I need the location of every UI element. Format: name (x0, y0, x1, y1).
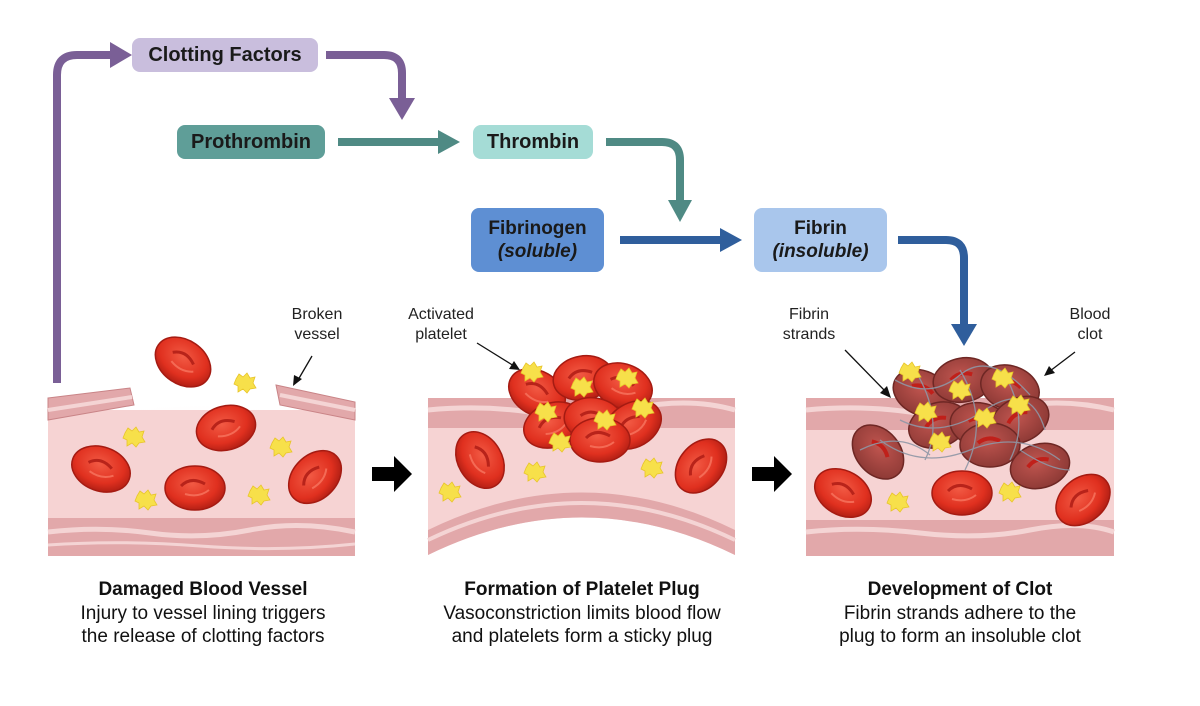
node-thrombin: Thrombin (473, 125, 593, 159)
node-fibrinogen: Fibrinogen (soluble) (471, 208, 604, 272)
caption-line: Vasoconstriction limits blood flow (443, 603, 721, 624)
caption-title: Formation of Platelet Plug (464, 579, 700, 600)
node-label: Fibrin (794, 218, 847, 239)
arrow-fibrinogen-to-fibrin (620, 228, 742, 252)
platelet-plug-illustration (427, 349, 739, 555)
pointer-blood-clot (1044, 351, 1076, 376)
caption-damaged-vessel: Damaged Blood Vessel Injury to vessel li… (40, 578, 366, 648)
arrow-clotting-factors-to-conversion (326, 51, 415, 120)
caption-platelet-plug: Formation of Platelet Plug Vasoconstrict… (410, 578, 754, 648)
caption-clot: Development of Clot Fibrin strands adher… (795, 578, 1125, 648)
caption-line: Injury to vessel lining triggers (80, 603, 326, 624)
pointer-broken-vessel (293, 355, 313, 386)
pointer-activated-platelet (476, 342, 520, 370)
caption-title: Development of Clot (867, 579, 1053, 600)
caption-line: plug to form an insoluble clot (839, 626, 1081, 647)
node-label: Thrombin (486, 130, 580, 153)
caption-line: and platelets form a sticky plug (451, 626, 713, 647)
node-label: Prothrombin (191, 130, 311, 153)
damaged-vessel-illustration (47, 325, 356, 556)
pointer-fibrin-strands (844, 349, 891, 398)
caption-line: Fibrin strands adhere to the (843, 603, 1077, 624)
arrow-prothrombin-to-thrombin (338, 130, 460, 154)
stage-arrow-1 (372, 456, 412, 492)
node-label: Clotting Factors (148, 43, 302, 66)
node-clotting-factors: Clotting Factors (132, 38, 318, 72)
node-fibrin: Fibrin (insoluble) (754, 208, 887, 272)
node-sublabel: (soluble) (497, 241, 578, 262)
node-prothrombin: Prothrombin (177, 125, 325, 159)
node-label: Fibrinogen (488, 218, 587, 239)
annotation-activated-platelet: Activated platelet (408, 306, 474, 343)
node-sublabel: (insoluble) (772, 241, 869, 262)
arrow-thrombin-to-conversion (606, 138, 692, 222)
caption-line: the release of clotting factors (81, 626, 325, 647)
annotation-fibrin-strands: Fibrin strands (782, 306, 836, 343)
arrow-injury-to-clotting-factors (53, 42, 132, 383)
clot-illustration (804, 351, 1122, 556)
annotation-broken-vessel: Broken vessel (291, 306, 343, 343)
stage-arrow-2 (752, 456, 792, 492)
arrow-fibrin-to-clot (898, 236, 977, 346)
annotation-blood-clot: Blood clot (1069, 306, 1111, 343)
caption-title: Damaged Blood Vessel (98, 579, 308, 600)
